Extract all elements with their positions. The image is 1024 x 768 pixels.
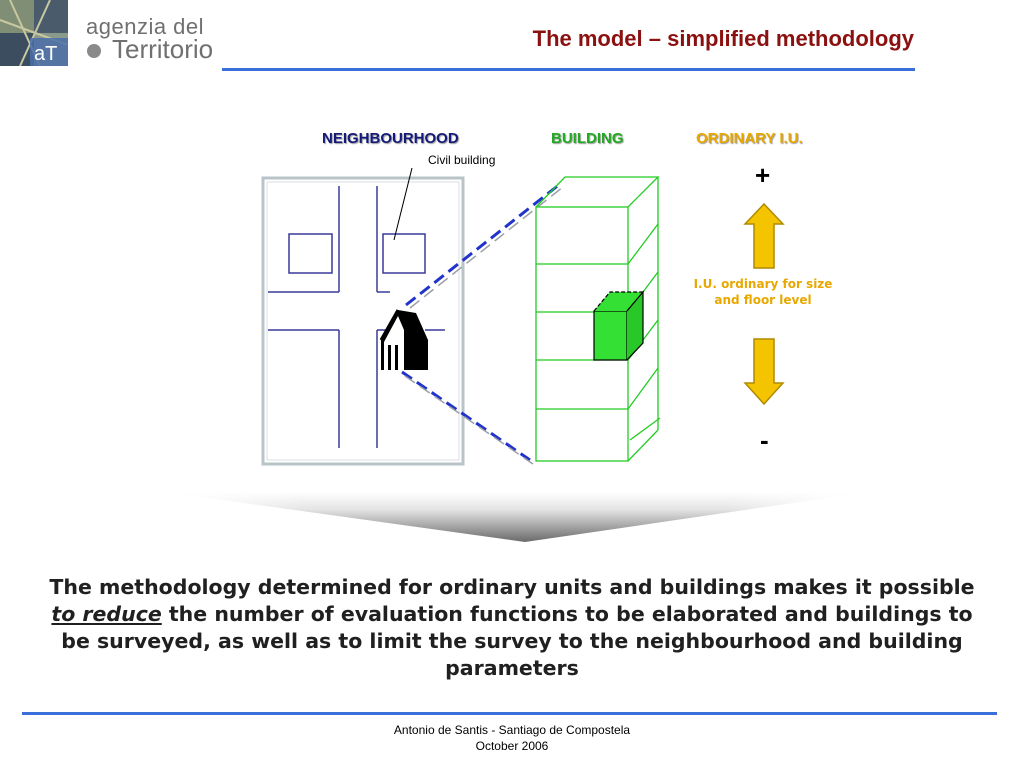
funnel-shape [165, 492, 868, 542]
agency-logo-image: aT [0, 0, 68, 66]
house-icon [379, 309, 428, 370]
zoom-connectors [401, 182, 561, 462]
minus-sign: - [760, 425, 769, 455]
methodology-statement: The methodology determined for ordinary … [40, 574, 984, 682]
neighbourhood-map [261, 167, 465, 466]
building-heading: BUILDING [551, 130, 624, 147]
civil-building-label: Civil building [428, 153, 496, 167]
footer-rule [22, 712, 997, 715]
statement-part-2: the number of evaluation functions to be… [61, 602, 973, 680]
neighbourhood-heading: NEIGHBOURHOOD [322, 130, 459, 147]
republic-emblem-icon [87, 44, 101, 58]
ordinary-iu-heading: ORDINARY I.U. [696, 130, 803, 147]
statement-emphasis: to reduce [51, 602, 162, 626]
iu-ordinary-caption: I.U. ordinary for size and floor level [693, 277, 833, 307]
civil-building-pointer [393, 167, 413, 241]
statement-part-1: The methodology determined for ordinary … [49, 575, 975, 599]
arrow-up-icon [743, 202, 785, 269]
ordinary-unit-cube [593, 290, 645, 361]
logo-text-territorio: Territorio [112, 34, 214, 64]
title-underline [222, 68, 915, 71]
logo-text-agenzia: agenzia del [86, 14, 205, 39]
footer-author: Antonio de Santis - Santiago de Composte… [393, 723, 631, 737]
slide-title: The model – simplified methodology [532, 26, 914, 51]
footer-date: October 2006 [475, 739, 549, 753]
svg-text:aT: aT [34, 43, 57, 65]
methodology-diagram [165, 167, 868, 542]
plus-sign: + [755, 160, 771, 190]
arrow-down-icon [743, 338, 785, 406]
